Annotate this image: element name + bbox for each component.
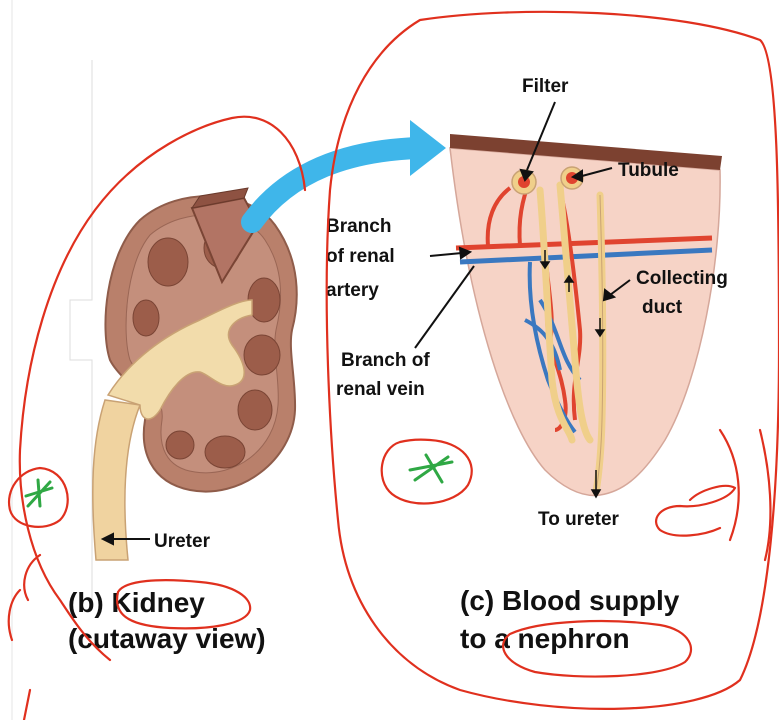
scribble-left-tail: [24, 690, 30, 720]
caption-kidney-line1: (b) Kidney: [68, 587, 205, 618]
label-tubule: Tubule: [618, 160, 679, 181]
scribble-left-bottom: [9, 555, 40, 640]
scribble-right: [656, 486, 735, 536]
label-collecting-duct-1: Collecting: [636, 268, 728, 289]
label-branch-vein-2: renal vein: [336, 379, 425, 400]
green-star-icon: [410, 455, 452, 482]
label-ureter: Ureter: [154, 531, 211, 552]
caption-blood-supply-line1: (c) Blood supply: [460, 585, 680, 616]
label-branch-artery-3: artery: [326, 280, 379, 301]
artery-leader: [430, 253, 462, 256]
label-branch-vein-1: Branch of: [341, 350, 430, 371]
tissue-block: [450, 148, 720, 495]
label-branch-artery-1: Branch: [326, 216, 391, 237]
kidney-illustration: [93, 188, 297, 560]
scribble-right-edge: [760, 430, 770, 560]
label-to-ureter: To ureter: [538, 509, 620, 530]
vein-leader: [415, 266, 474, 348]
page-fold-line: [70, 60, 92, 600]
ureter-tube: [93, 400, 140, 560]
label-filter: Filter: [522, 76, 569, 97]
label-collecting-duct-2: duct: [642, 297, 683, 318]
green-star-icon: [26, 480, 52, 506]
curved-blue-arrow-icon: [252, 120, 446, 222]
caption-blood-supply-line2: to a nephron: [460, 623, 630, 654]
label-branch-artery-2: of renal: [326, 246, 395, 267]
